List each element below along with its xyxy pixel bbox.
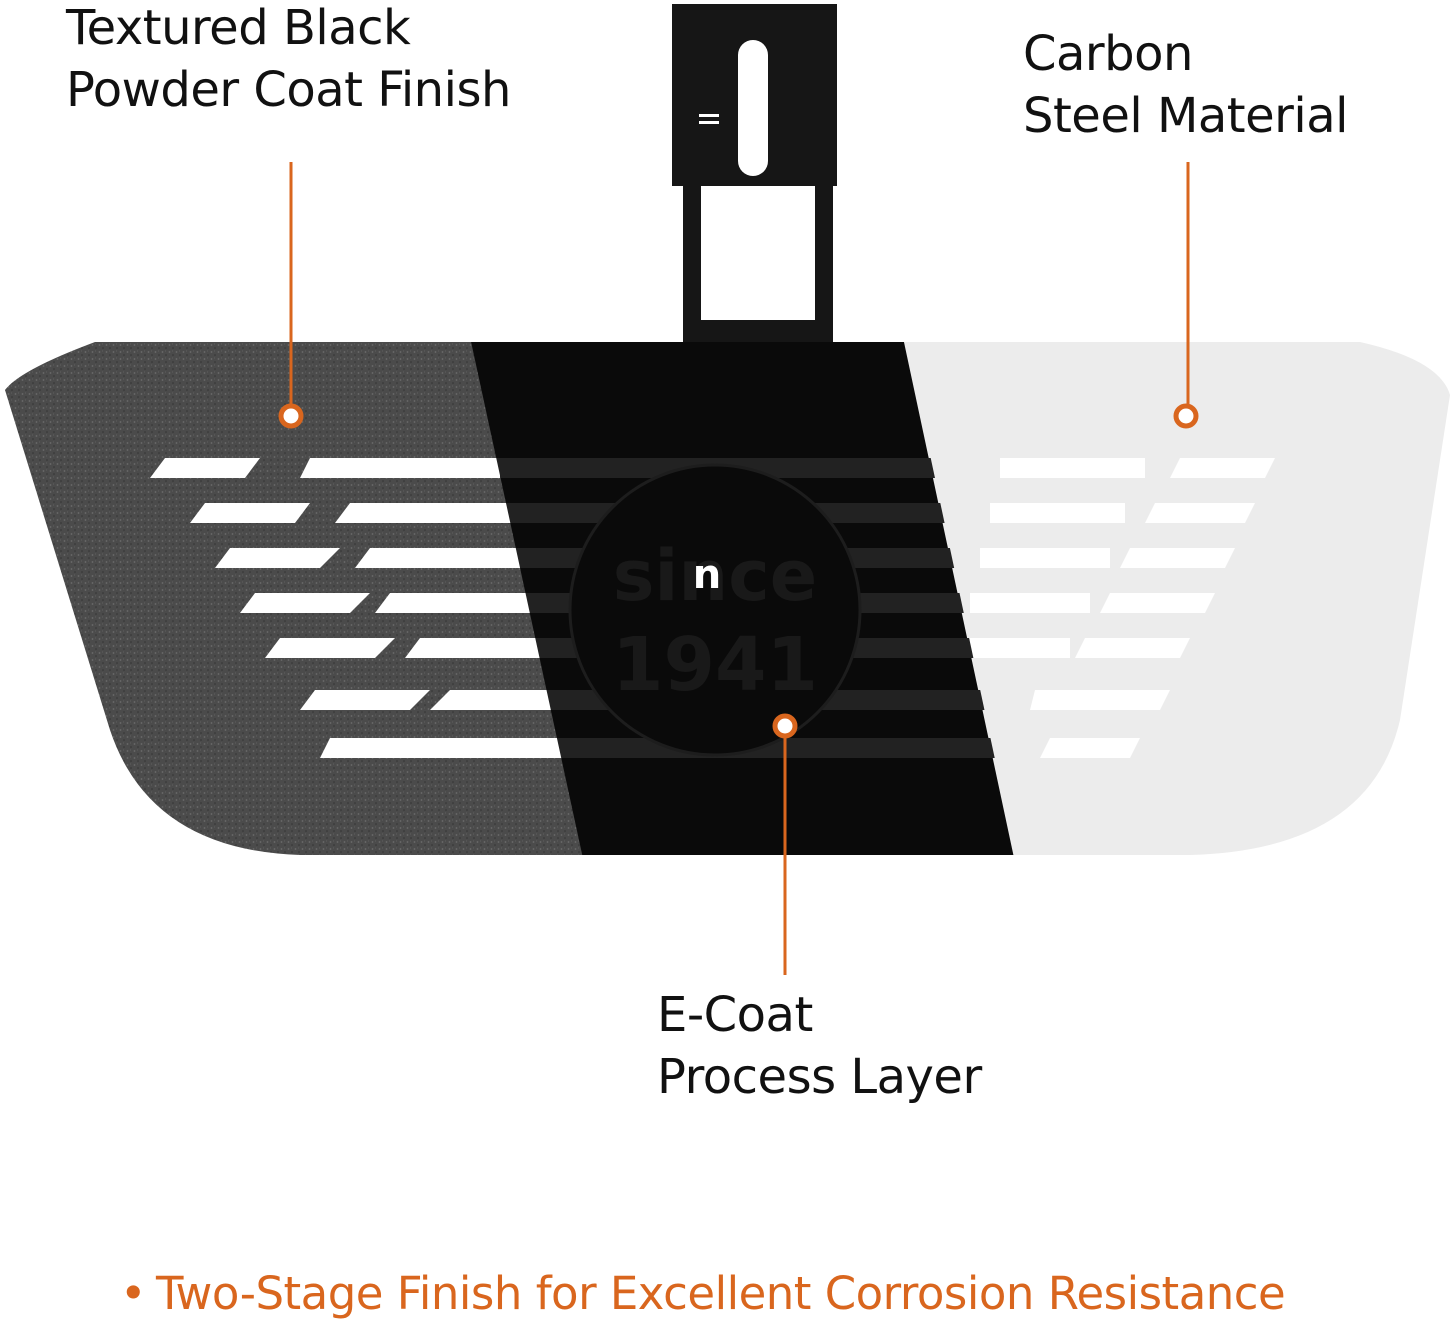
marker-carbon xyxy=(1173,403,1199,429)
brand-logo: n xyxy=(693,552,721,598)
callout-carbon-line1: Carbon xyxy=(1023,26,1193,82)
emblem-line1: since xyxy=(613,535,817,617)
bottom-note-text: Two-Stage Finish for Excellent Corrosion… xyxy=(156,1267,1286,1320)
marker-ecoat xyxy=(772,713,798,739)
callout-powder-line2: Powder Coat Finish xyxy=(66,62,511,118)
callout-carbon-steel: Carbon Steel Material xyxy=(1023,23,1348,147)
bottom-note: •Two-Stage Finish for Excellent Corrosio… xyxy=(120,1266,1286,1322)
emblem: since 1941 n xyxy=(568,463,862,757)
callout-e-coat: E-Coat Process Layer xyxy=(657,984,982,1108)
callout-markers xyxy=(278,162,1199,975)
marker-powder xyxy=(278,403,304,429)
bullet-icon: • xyxy=(120,1267,147,1320)
grill-slots xyxy=(150,458,1275,758)
emblem-line2: 1941 xyxy=(612,622,818,708)
callout-powder-coat: Textured Black Powder Coat Finish xyxy=(66,0,511,121)
callout-carbon-line2: Steel Material xyxy=(1023,88,1348,144)
callout-powder-line1: Textured Black xyxy=(66,0,411,56)
callout-ecoat-line2: Process Layer xyxy=(657,1049,982,1105)
callout-ecoat-line1: E-Coat xyxy=(657,987,813,1043)
mounting-bracket xyxy=(672,4,837,346)
